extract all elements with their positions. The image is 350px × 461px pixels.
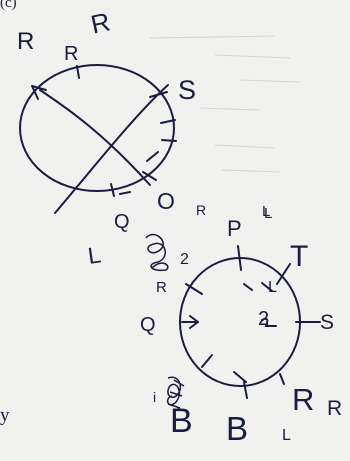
top-label-s: S <box>178 77 196 104</box>
bottom-label-i: i <box>153 390 156 404</box>
bottom-label-2-outer: 2 <box>180 252 189 268</box>
top-circle-diagram <box>20 65 176 213</box>
top-label-r-4: R <box>196 203 206 217</box>
top-label-o: O <box>157 190 175 213</box>
bottom-label-b-1: B <box>170 404 193 438</box>
bottom-label-s: S <box>320 312 334 333</box>
top-circle <box>20 65 174 191</box>
bottom-label-p: P <box>227 218 242 240</box>
top-label-r-1: R <box>17 30 34 54</box>
bottom-label-r-small: R <box>156 280 167 295</box>
bottom-label-r-large: R <box>292 384 314 415</box>
bottom-label-r-right: R <box>327 398 342 419</box>
bottom-label-l-1: L <box>264 206 272 221</box>
top-circle-crossing-line <box>55 85 168 213</box>
bottom-label-b-2: B <box>226 412 248 445</box>
bottom-label-2-inner: 2 <box>258 309 269 329</box>
top-label-l-2: L <box>86 243 102 268</box>
bottom-label-t: T <box>290 242 308 272</box>
bottom-label-q: Q <box>140 315 156 335</box>
top-circle-diagonal-line <box>40 90 150 185</box>
top-circle-tick-marks <box>77 66 176 196</box>
bleed-through-marks <box>150 36 300 172</box>
top-label-r-2: R <box>64 44 78 64</box>
top-label-q: Q <box>114 212 130 232</box>
bottom-label-l-2: L <box>268 280 277 296</box>
page-footer-fragment: y <box>0 406 10 425</box>
bottom-label-l-3: L <box>282 428 291 444</box>
